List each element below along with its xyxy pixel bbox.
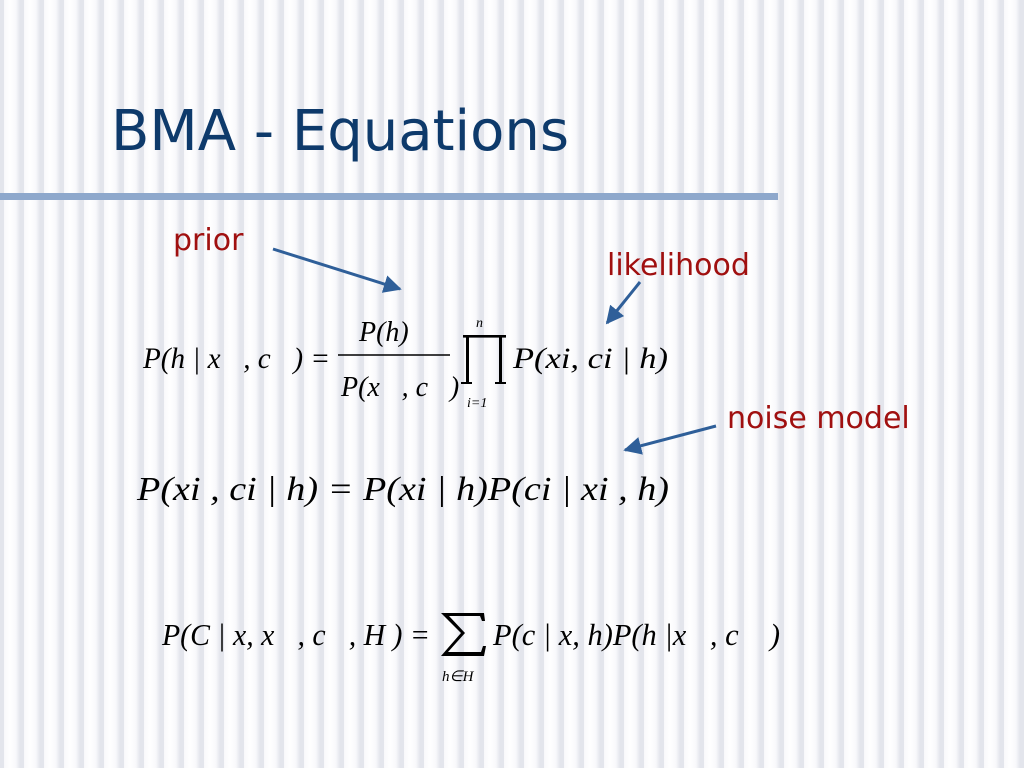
eq1-denominator: P(x⃗, c⃗) (340, 372, 459, 403)
noise-model-arrow (623, 424, 717, 455)
summation-symbol (441, 613, 486, 656)
eq1-numerator: P(h) (358, 317, 409, 348)
prior-label: prior (173, 223, 244, 258)
eq3-lhs: P(C | x, x⃗, c⃗, H ) = (161, 617, 430, 652)
eq3-sum-term: P(c | x, h)P(h |x⃗, c⃗ ) (492, 617, 780, 652)
likelihood-label: likelihood (607, 248, 750, 283)
eq3-sum-lower: h∈H (442, 669, 475, 685)
prior-arrow (272, 247, 402, 293)
slide-title: BMA - Equations (111, 99, 570, 164)
title-divider (0, 193, 778, 200)
eq1-product-term: P(xi, ci | h) (512, 342, 668, 375)
bayes-posterior-equation: P(h | x⃗, c⃗) = P(h) P(x⃗, c⃗) n i=1 P(x… (142, 316, 668, 411)
likelihood-arrow (605, 281, 642, 325)
eq1-product-lower: i=1 (467, 396, 487, 411)
eq1-lhs: P(h | x⃗, c⃗) = (142, 342, 330, 375)
bma-prediction-equation: P(C | x, x⃗, c⃗, H ) = h∈H P(c | x, h)P(… (161, 613, 780, 685)
noise-model-equation: P(xi , ci | h) = P(xi | h)P(ci | xi , h) (136, 471, 669, 508)
eq2: P(xi , ci | h) = P(xi | h)P(ci | xi , h) (136, 471, 669, 508)
noise-model-label: noise model (727, 401, 910, 436)
eq1-product-upper: n (476, 316, 483, 331)
product-symbol (461, 335, 506, 384)
